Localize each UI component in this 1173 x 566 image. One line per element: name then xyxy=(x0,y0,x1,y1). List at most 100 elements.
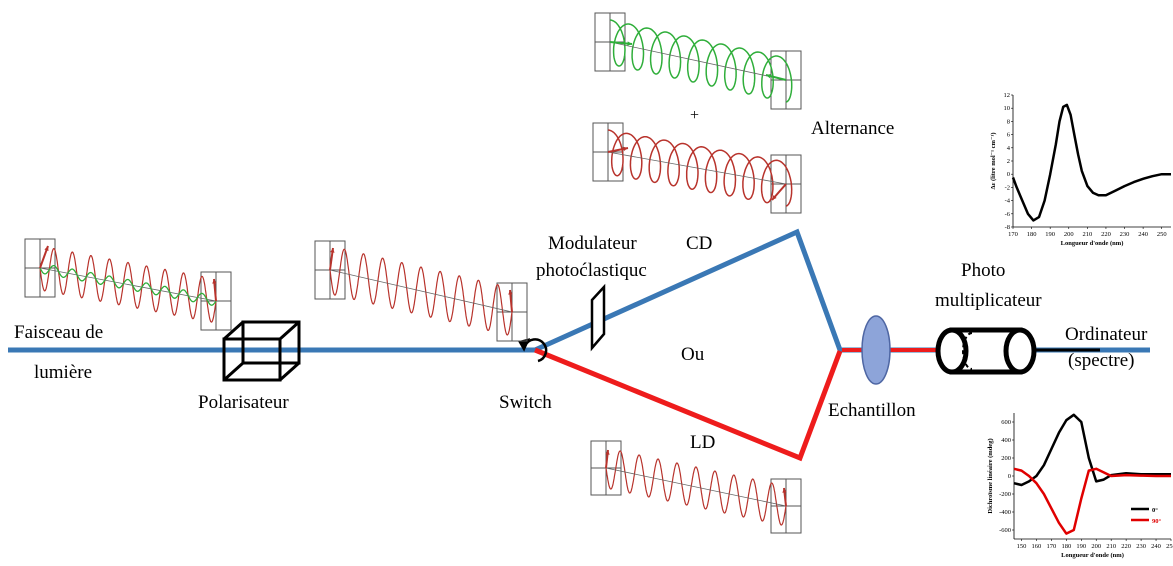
x-tick-label: 250 xyxy=(1157,231,1167,238)
field-vector-head xyxy=(766,73,771,79)
y-tick-label: -4 xyxy=(1005,198,1011,205)
series-line xyxy=(1011,103,1171,222)
wave-frame xyxy=(496,282,528,342)
wave-curve xyxy=(605,450,787,526)
x-tick-label: 170 xyxy=(1047,543,1057,550)
wave-frame xyxy=(770,50,802,110)
helix-curve xyxy=(607,129,793,207)
sample-lens xyxy=(861,315,891,385)
field-vector-head xyxy=(623,146,628,152)
field-vector-head xyxy=(605,450,610,455)
y-tick-label: -6 xyxy=(1005,211,1011,218)
series-line xyxy=(1013,413,1171,487)
wave-curve xyxy=(329,248,513,336)
label-alternance: Alternance xyxy=(811,118,894,139)
wave-frame xyxy=(594,12,626,72)
label-photo: Photo xyxy=(961,260,1005,281)
label-spectre: (spectre) xyxy=(1068,350,1134,371)
x-tick-label: 190 xyxy=(1076,543,1086,550)
label-faisceau-2: lumière xyxy=(34,362,92,383)
wave-frame xyxy=(590,440,622,496)
wave-frame xyxy=(592,122,624,182)
y-tick-label: 400 xyxy=(1001,437,1011,444)
circular-left-wave-icon xyxy=(594,12,802,110)
wave-frame xyxy=(770,478,802,534)
y-tick-label: 10 xyxy=(1004,105,1011,112)
x-tick-label: 190 xyxy=(1045,231,1055,238)
x-tick-label: 230 xyxy=(1136,543,1146,550)
x-tick-label: 250 xyxy=(1166,543,1173,550)
helix-curve xyxy=(609,19,793,103)
y-tick-label: 2 xyxy=(1007,158,1010,165)
photomultiplier-icon xyxy=(935,327,1037,375)
field-vector-head xyxy=(782,488,787,493)
x-tick-label: 210 xyxy=(1106,543,1116,550)
x-tick-label: 240 xyxy=(1138,231,1148,238)
y-tick-label: 0 xyxy=(1008,473,1011,480)
y-tick-label: 0 xyxy=(1007,171,1010,178)
wave-axis xyxy=(605,467,787,507)
linear-polarized-wave-icon xyxy=(314,240,528,342)
field-vector-head xyxy=(44,246,49,251)
label-cd: CD xyxy=(686,233,712,254)
wave-frame xyxy=(24,238,56,298)
label-plus: + xyxy=(690,107,699,124)
y-tick-label: -400 xyxy=(999,509,1011,516)
y-tick-label: 6 xyxy=(1007,132,1011,139)
y-tick-label: 600 xyxy=(1001,419,1011,426)
label-ordinateur: Ordinateur xyxy=(1065,324,1148,345)
label-modulateur-2: photoćlastiquc xyxy=(536,260,647,281)
field-vector-head xyxy=(212,279,217,284)
x-tick-label: 240 xyxy=(1151,543,1161,550)
wave-curve xyxy=(39,247,217,323)
label-polarisateur: Polarisateur xyxy=(198,392,289,413)
y-axis-label: Δε (litre mol⁻¹ cm⁻¹) xyxy=(990,132,997,189)
y-axis-label: Dichroïsme linéaire (mdeg) xyxy=(987,438,994,513)
y-tick-label: -600 xyxy=(999,527,1011,534)
photoelastic-modulator xyxy=(590,283,606,352)
x-tick-label: 200 xyxy=(1064,231,1074,238)
wave-frame xyxy=(314,240,346,300)
y-tick-label: -200 xyxy=(999,491,1011,498)
ld-wave-icon xyxy=(590,440,802,534)
x-axis-label: Longueur d'onde (nm) xyxy=(1061,240,1124,247)
wave-curve xyxy=(39,264,217,306)
label-multiplicateur: multiplicateur xyxy=(935,290,1042,311)
helix-axis xyxy=(609,41,787,81)
x-tick-label: 200 xyxy=(1091,543,1101,550)
x-tick-label: 150 xyxy=(1017,543,1027,550)
x-tick-label: 160 xyxy=(1032,543,1042,550)
polarizer-cube-icon xyxy=(222,320,301,382)
field-vector-head xyxy=(772,195,777,200)
wave-frame xyxy=(200,271,232,331)
wave-axis xyxy=(39,267,217,302)
wave-axis xyxy=(329,269,513,313)
label-faisceau-1: Faisceau de xyxy=(14,322,103,343)
field-vector-head xyxy=(330,248,335,253)
y-tick-label: -2 xyxy=(1005,184,1010,191)
x-tick-label: 180 xyxy=(1027,231,1037,238)
ld-spectrum-chart: 600 400 200 0 -200 -400 -600 150 160 170 180 190 200… xyxy=(987,413,1173,559)
label-ou: Ou xyxy=(681,344,705,365)
field-vector-head xyxy=(508,290,513,295)
y-tick-label: 200 xyxy=(1001,455,1011,462)
x-tick-label: 230 xyxy=(1120,231,1130,238)
helix-axis xyxy=(607,151,787,185)
legend-label: 90° xyxy=(1152,518,1162,525)
x-tick-label: 180 xyxy=(1061,543,1071,550)
y-tick-label: 4 xyxy=(1007,145,1011,152)
x-tick-label: 220 xyxy=(1121,543,1131,550)
label-switch: Switch xyxy=(499,392,552,413)
legend-label: 0° xyxy=(1152,507,1158,514)
field-vector-head xyxy=(627,41,632,46)
y-tick-label: 12 xyxy=(1004,92,1011,99)
x-tick-label: 170 xyxy=(1008,231,1018,238)
wave-frame xyxy=(770,154,802,214)
y-tick-label: 8 xyxy=(1007,118,1010,125)
input-wave-icon xyxy=(24,238,232,331)
label-echantillon: Echantillon xyxy=(828,400,916,421)
x-tick-label: 210 xyxy=(1082,231,1092,238)
circular-right-wave-icon xyxy=(592,122,802,214)
